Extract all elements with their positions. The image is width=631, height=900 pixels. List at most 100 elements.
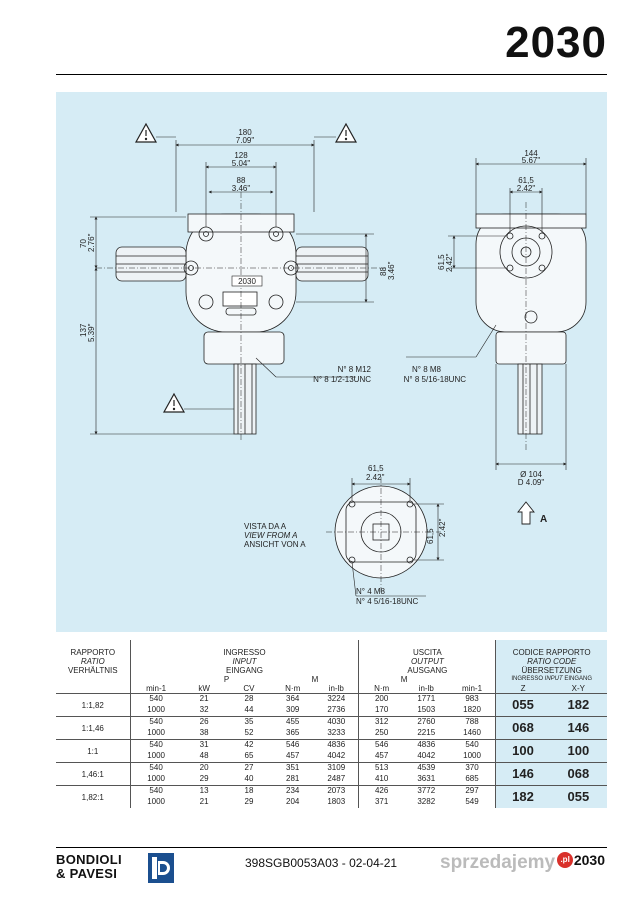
table-cell: 410 bbox=[374, 774, 389, 783]
dim-144: 144 bbox=[524, 149, 538, 158]
bolts-bottom-unc: N° 4 5/16-18UNC bbox=[356, 597, 419, 606]
code-xy-cell: 100 bbox=[549, 739, 607, 763]
table-cell: 3282 bbox=[417, 797, 436, 807]
table-cell: 365 bbox=[286, 728, 300, 737]
table-cell: 29 bbox=[199, 774, 209, 783]
table-cell: 48 bbox=[199, 751, 209, 760]
dim-61-5-bottom-vertical: 61,5 bbox=[426, 528, 435, 544]
table-cell: 549 bbox=[448, 797, 497, 808]
table-cell: 309 bbox=[286, 705, 300, 714]
table-cell: 370 bbox=[448, 762, 497, 774]
table-cell: 1771 bbox=[403, 693, 449, 705]
dim-88: 88 bbox=[237, 176, 246, 185]
code-z-cell: 055 bbox=[495, 693, 550, 717]
table-cell: 3772 bbox=[403, 785, 449, 798]
table-cell: 788 bbox=[448, 716, 497, 728]
bolts-front-metric: N° 8 M12 bbox=[338, 365, 372, 374]
warning-icon bbox=[334, 122, 358, 143]
table-cell: 312 bbox=[358, 716, 404, 728]
code-z-cell: 100 bbox=[495, 739, 550, 763]
brand-name: BONDIOLI & PAVESI bbox=[56, 852, 122, 881]
technical-drawing: 2030 180 7.09" 128 5.04" 88 3.46" 70 2.7… bbox=[56, 92, 607, 632]
table-cell: 685 bbox=[448, 774, 497, 786]
table-cell: 42 bbox=[226, 739, 272, 751]
table-cell: 4042 bbox=[314, 751, 360, 763]
table-cell: 204 bbox=[286, 797, 300, 807]
front-view bbox=[96, 192, 386, 442]
code-z-cell: 146 bbox=[495, 762, 550, 786]
dim-70: 70 bbox=[79, 239, 88, 248]
code-xy-cell: 055 bbox=[549, 785, 607, 808]
table-cell: 13 bbox=[181, 785, 227, 798]
table-cell: 3109 bbox=[314, 762, 360, 774]
table-cell: 2487 bbox=[314, 774, 360, 786]
table-cell: 1460 bbox=[448, 728, 497, 740]
units-row: min-1 kW CV N·m in-lb N·m in-lb min-1 Z … bbox=[56, 684, 607, 694]
table-cell: 1000 bbox=[147, 705, 165, 714]
side-view bbox=[475, 202, 587, 452]
drawing-svg: 2030 180 7.09" 128 5.04" 88 3.46" 70 2.7… bbox=[79, 122, 587, 606]
dim-61-5-bottom-in: 2.42" bbox=[366, 473, 385, 482]
table-cell: 540 bbox=[130, 693, 182, 705]
dim-88-in: 3.46" bbox=[232, 184, 251, 193]
table-cell: 20 bbox=[181, 762, 227, 774]
dim-61-5-side-in: 2.42" bbox=[517, 184, 536, 193]
table-cell: 2760 bbox=[403, 716, 449, 728]
table-cell: 1000 bbox=[147, 728, 165, 737]
table-cell: 1820 bbox=[448, 705, 497, 717]
ratio-cell: 1,46:1 bbox=[56, 762, 131, 786]
page-title: 2030 bbox=[505, 18, 607, 67]
footer-model: 2030 bbox=[573, 852, 605, 868]
warning-icon bbox=[162, 392, 186, 413]
dim-88-vertical-in: 3.46" bbox=[387, 261, 396, 280]
table-cell: 1000 bbox=[448, 751, 497, 763]
dim-61-5-bottom: 61,5 bbox=[368, 464, 384, 473]
document-code: 398SGB0053A03 - 02-04-21 bbox=[245, 856, 398, 870]
table-cell: 983 bbox=[448, 693, 497, 705]
table-cell: 2736 bbox=[314, 705, 360, 717]
table-cell: 234 bbox=[271, 785, 315, 798]
bottom-view bbox=[326, 477, 441, 592]
table-cell: 297 bbox=[448, 785, 497, 798]
dim-128: 128 bbox=[234, 151, 248, 160]
view-arrow-icon bbox=[517, 501, 535, 525]
dim-61-5-side-vertical-in: 2.42" bbox=[445, 253, 454, 272]
dim-61-5-side-vertical: 61,5 bbox=[437, 254, 446, 270]
dim-61-5-bottom-vertical-in: 2.42" bbox=[438, 518, 447, 537]
dim-180: 180 bbox=[238, 128, 252, 137]
table-cell: 457 bbox=[374, 751, 389, 760]
table-cell: 18 bbox=[226, 785, 272, 798]
dim-88-vertical: 88 bbox=[379, 267, 388, 276]
dim-104-in: D 4.09" bbox=[518, 478, 545, 487]
table-cell: 250 bbox=[374, 728, 389, 737]
table-cell: 364 bbox=[271, 693, 315, 705]
table-cell: 29 bbox=[244, 797, 254, 807]
table-cell: 200 bbox=[358, 693, 404, 705]
table-cell: 540 bbox=[130, 716, 182, 728]
view-from-label-de: ANSICHT VON A bbox=[244, 540, 306, 549]
ratio-cell: 1:1,46 bbox=[56, 716, 131, 740]
bolts-side-unc: N° 8 5/16-18UNC bbox=[404, 375, 467, 384]
table-cell: 31 bbox=[181, 739, 227, 751]
table-cell: 52 bbox=[244, 728, 254, 737]
ratio-cell: 1,82:1 bbox=[56, 785, 131, 808]
table-cell: 4836 bbox=[314, 739, 360, 751]
ratio-table: RAPPORTO RATIO VERHÄLTNIS INGRESSO INPUT… bbox=[56, 640, 607, 808]
bolts-side-metric: N° 8 M8 bbox=[412, 365, 442, 374]
code-z-cell: 182 bbox=[495, 785, 550, 808]
table-cell: 21 bbox=[181, 693, 227, 705]
bolts-bottom-metric: N° 4 M8 bbox=[356, 587, 386, 596]
table-cell: 546 bbox=[358, 739, 404, 751]
code-z-cell: 068 bbox=[495, 716, 550, 740]
table-cell: 540 bbox=[130, 762, 182, 774]
